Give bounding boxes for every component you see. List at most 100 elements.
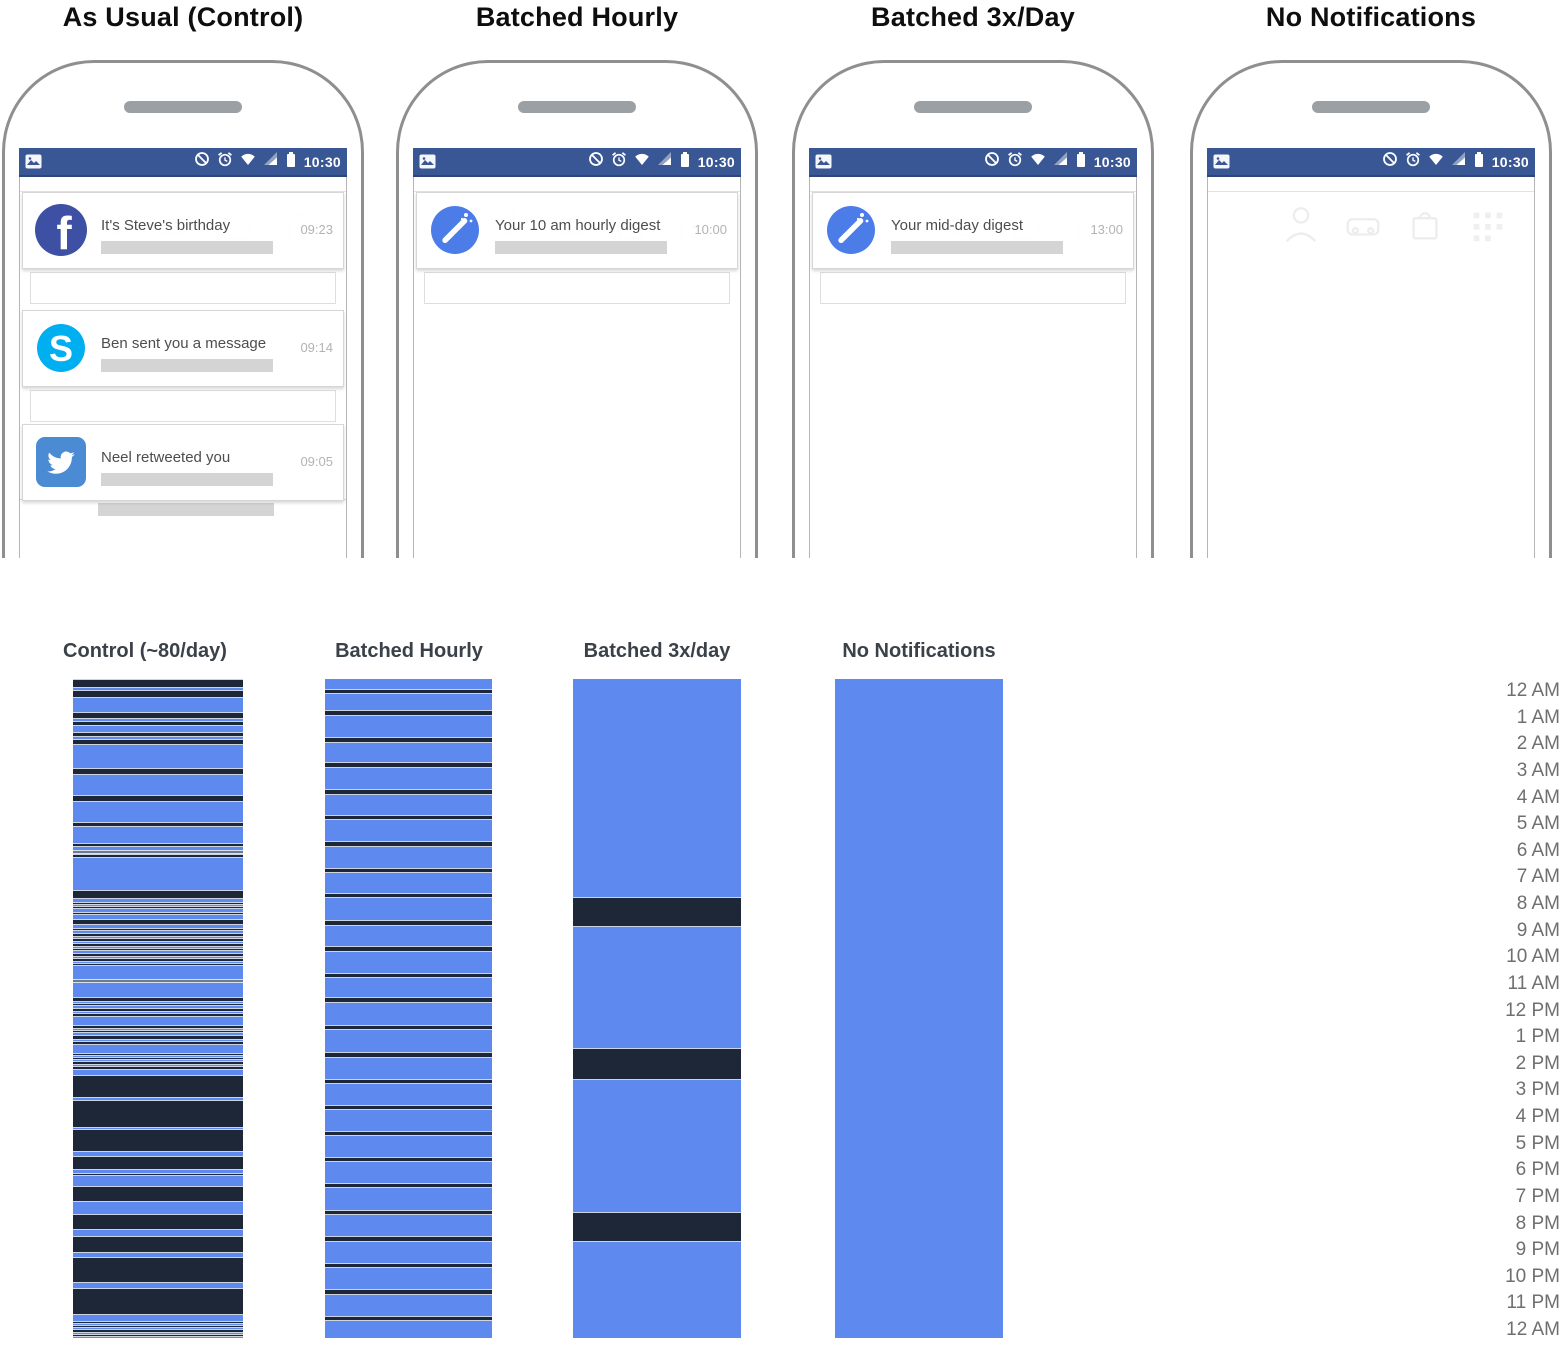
status-bar-clock: 10:30 [1093,153,1131,170]
notification-text-placeholder [891,241,1063,254]
notification-delivery-band [325,1104,492,1111]
notification-delivery-band [73,1321,243,1324]
phone-speaker [518,101,636,113]
empty-notification-slot [820,272,1126,304]
hour-tick-label: 5 PM [1515,1132,1560,1154]
hour-tick-label: 10 PM [1505,1265,1560,1287]
notification-delivery-band [73,906,243,910]
skype-icon: S [35,322,87,374]
image-icon [1213,154,1230,169]
image-icon [815,154,832,169]
status-bar: 10:30 [1207,148,1535,177]
notification-delivery-band [325,762,492,768]
condition-title: Batched Hourly [475,2,679,32]
image-icon [25,154,42,169]
notification-delivery-band [73,943,243,947]
twitter-icon [35,436,87,488]
notification-delivery-band [73,690,243,698]
notification-title: Ben sent you a message [101,335,267,352]
notification-delivery-band [73,919,243,926]
do-not-disturb-icon [984,151,1000,172]
digest-icon [825,204,877,256]
condition-title: Batched 3x/Day [871,2,1075,32]
notification-delivery-band [73,1008,243,1013]
notification-delivery-band [73,1173,243,1176]
notification-delivery-band [73,821,243,828]
notification-time: 09:14 [300,340,333,355]
notification-delivery-band [73,1235,243,1253]
notification-delivery-band [73,948,243,952]
notification-delivery-band [73,1129,243,1152]
notification-delivery-band [73,1056,243,1060]
person-ghost-icon [1280,202,1342,246]
wifi-icon [240,152,256,171]
ghost-icons-row [1280,202,1528,246]
notification-delivery-band [73,1060,243,1065]
hour-tick-label: 9 AM [1516,919,1560,941]
notification-delivery-band [73,1012,243,1017]
chart-column-header: Batched 3x/day [583,640,731,662]
notification-delivery-band [73,1288,243,1315]
hour-tick-label: 2 PM [1515,1052,1560,1074]
notification-delivery-band [73,1099,243,1128]
notification-delivery-band [73,1156,243,1170]
notification-delivery-band [73,937,243,942]
hour-tick-label: 4 AM [1516,786,1560,808]
wifi-icon [1030,152,1046,171]
alarm-clock-icon [611,151,627,172]
digest-icon [429,204,481,256]
hour-tick-label: 4 PM [1515,1106,1560,1127]
notification-delivery-band [73,679,243,689]
notification-delivery-band [325,1289,492,1295]
notification-delivery-band [325,688,492,695]
hour-tick-label: 12 AM [1506,680,1560,701]
notification-delivery-band [325,1078,492,1084]
notification-delivery-band [73,854,243,859]
notification-delivery-band [73,902,243,905]
hour-tick-label: 7 AM [1516,866,1560,888]
hour-tick-label: 7 PM [1515,1185,1560,1207]
alarm-clock-icon [217,151,233,172]
notification-delivery-band [73,712,243,720]
notification-title: Your 10 am hourly digest [495,217,661,234]
wifi-icon [634,152,650,171]
status-bar-clock: 10:30 [697,153,735,170]
notification-delivery-band [325,972,492,979]
battery-icon [1473,151,1485,173]
notification-delivery-band [325,1052,492,1058]
status-bar-clock: 10:30 [1491,153,1529,170]
notification-shade [1207,177,1535,558]
notification-delivery-band [73,1328,243,1333]
do-not-disturb-icon [194,151,210,172]
phone-speaker [1312,101,1430,113]
notification-delivery-band [73,1025,243,1029]
notification-delivery-band [73,1040,243,1045]
notification-delivery-band [573,1048,741,1080]
notification-delivery-band [73,1333,243,1337]
divider [1208,191,1534,192]
alarm-clock-icon [1007,151,1023,172]
notification-delivery-band [73,997,243,1002]
alarm-clock-icon [1405,151,1421,172]
notification-delivery-band [73,850,243,854]
notification-delivery-band [325,841,492,847]
hour-tick-label: 5 AM [1516,813,1560,835]
status-bar: 10:30 [413,148,741,177]
notification-delivery-band [325,1156,492,1163]
notification-delivery-band [325,867,492,874]
notification-delivery-band [73,979,243,983]
notification-title: Your mid-day digest [891,217,1024,234]
notification-delivery-band [73,1074,243,1098]
signal-icon [657,152,672,171]
notification-delivery-band [73,1029,243,1033]
bag-ghost-icon [1404,202,1466,246]
